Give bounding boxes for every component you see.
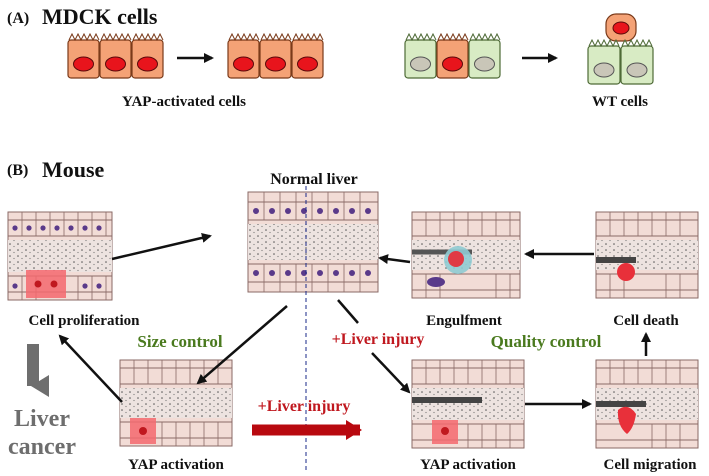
liver-tissue-normal <box>247 191 379 293</box>
arrow-injury-to-yap-right <box>371 352 411 394</box>
panel-b-letter: (B) <box>7 162 28 179</box>
yap-cell <box>291 32 324 79</box>
wt-cell-row-after <box>587 13 654 85</box>
extruded-yap-cell <box>605 13 637 42</box>
arrow-normal-to-yap-left <box>196 305 288 385</box>
wt-cell <box>404 32 437 79</box>
panel-b-title: Mouse <box>42 157 105 182</box>
cell-migration-label: Cell migration <box>604 457 698 473</box>
liver-injury-upper-label: +Liver injury <box>332 331 425 348</box>
yap-activation-left-label: YAP activation <box>128 457 224 473</box>
liver-tissue-proliferation <box>7 211 113 301</box>
liver-tissue-engulfment <box>411 211 521 299</box>
arrow-engulfment-to-normal <box>378 254 411 265</box>
yap-activation-right-label: YAP activation <box>420 457 516 473</box>
cell-proliferation-label: Cell proliferation <box>29 313 141 329</box>
normal-liver-label: Normal liver <box>270 171 358 188</box>
wt-cell <box>620 38 654 85</box>
wt-cell-row-before <box>404 32 501 79</box>
wt-caption: WT cells <box>592 94 648 110</box>
yap-cell <box>259 32 292 79</box>
liver-tissue-migration <box>595 359 699 449</box>
arrow-normal-to-injury-upper <box>337 299 359 324</box>
quality-control-label: Quality control <box>491 332 602 351</box>
arrow-yap-left-to-proliferation <box>58 334 123 403</box>
yap-cell <box>131 32 164 79</box>
panel-a-letter: (A) <box>7 10 29 27</box>
liver-tissue-yap-right <box>411 359 525 449</box>
yap-cell <box>227 32 260 79</box>
engulfment-label: Engulfment <box>426 313 502 329</box>
yap-activated-caption: YAP-activated cells <box>122 94 246 110</box>
liver-cancer-line1: Liver <box>14 406 70 432</box>
wt-cell <box>468 32 501 79</box>
yap-cell-row-after <box>227 32 324 79</box>
wt-cell <box>587 38 621 85</box>
liver-cancer-line2: cancer <box>8 434 76 460</box>
yap-cell <box>436 32 469 79</box>
liver-injury-lower-label: +Liver injury <box>258 398 351 415</box>
yap-cell <box>99 32 132 79</box>
yap-cell-row-before <box>67 32 164 79</box>
cell-death-label: Cell death <box>613 313 679 329</box>
liver-tissue-cell-death <box>595 211 699 299</box>
panel-a-title: MDCK cells <box>42 4 158 29</box>
size-control-label: Size control <box>137 332 222 351</box>
yap-cell <box>67 32 100 79</box>
liver-tissue-yap-left <box>119 359 233 447</box>
arrow-proliferation-to-normal <box>111 232 212 261</box>
